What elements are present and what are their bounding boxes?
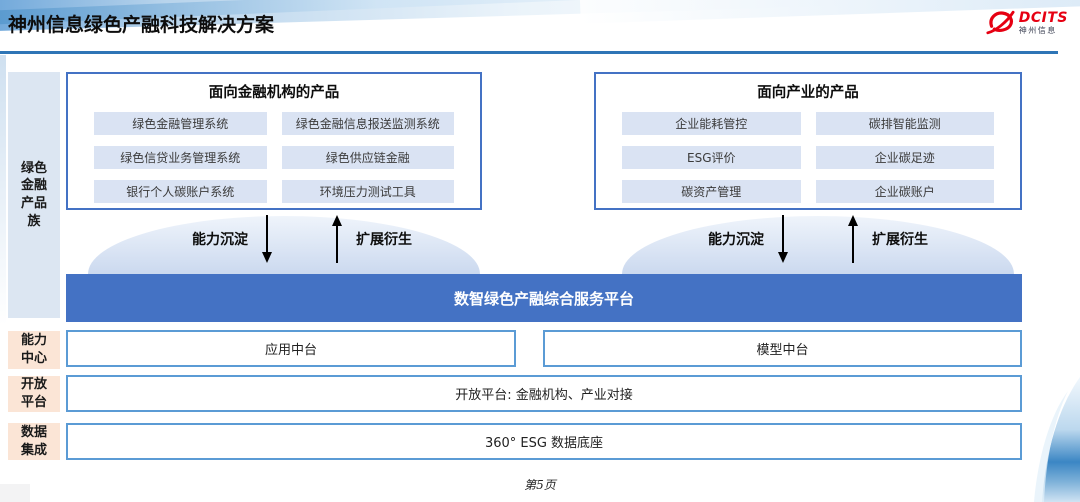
product-chip: 绿色金融信息报送监测系统 (281, 112, 454, 135)
product-chip: ESG评价 (622, 146, 801, 169)
dcits-swoosh-icon (985, 9, 1015, 36)
page-number: 第5页 (524, 478, 556, 492)
product-chip: 企业碳足迹 (815, 146, 994, 169)
down-arrow-icon (260, 214, 274, 264)
bottom-right-wing-decor (1034, 377, 1080, 502)
logo-sub-text: 神州信息 (1018, 25, 1057, 35)
product-chip: 企业能耗管控 (622, 112, 801, 135)
sidebar-label-product-family: 绿色 金融 产品 族 (8, 72, 60, 318)
company-logo: DCITS 神州信息 (985, 9, 1068, 36)
app-middle-platform-box: 应用中台 (66, 330, 516, 367)
industry-products-title: 面向产业的产品 (757, 85, 859, 101)
esg-data-base-box: 360° ESG 数据底座 (66, 423, 1022, 460)
industry-products-grid: 企业能耗管控 碳排智能监测 ESG评价 企业碳足迹 碳资产管理 企业碳账户 (622, 112, 994, 203)
sidebar-label-data-integration: 数据 集成 (8, 423, 60, 460)
product-chip: 碳排智能监测 (815, 112, 994, 135)
page-title: 神州信息绿色产融科技解决方案 (8, 14, 275, 36)
model-middle-platform-box: 模型中台 (543, 330, 1022, 367)
up-arrow-icon (330, 214, 344, 264)
capability-sink-label: 能力沉淀 (708, 232, 764, 248)
bottom-left-decor (0, 484, 30, 502)
extend-derive-label: 扩展衍生 (356, 232, 412, 248)
capability-sink-label: 能力沉淀 (192, 232, 248, 248)
financial-products-box: 面向金融机构的产品 绿色金融管理系统 绿色金融信息报送监测系统 绿色信贷业务管理… (66, 72, 482, 210)
arrow-group-left: 能力沉淀 扩展衍生 (192, 212, 412, 266)
extend-derive-label: 扩展衍生 (872, 232, 928, 248)
industry-products-box: 面向产业的产品 企业能耗管控 碳排智能监测 ESG评价 企业碳足迹 碳资产管理 … (594, 72, 1022, 210)
financial-products-grid: 绿色金融管理系统 绿色金融信息报送监测系统 绿色信贷业务管理系统 绿色供应链金融… (94, 112, 454, 203)
up-arrow-icon (846, 214, 860, 264)
financial-products-title: 面向金融机构的产品 (208, 85, 340, 101)
product-chip: 银行个人碳账户系统 (94, 180, 267, 203)
down-arrow-icon (776, 214, 790, 264)
product-chip: 绿色金融管理系统 (94, 112, 267, 135)
logo-brand-text: DCITS (1018, 9, 1068, 26)
platform-bar: 数智绿色产融综合服务平台 (66, 274, 1022, 322)
header-divider-line (0, 51, 1058, 54)
product-chip: 碳资产管理 (622, 180, 801, 203)
product-chip: 企业碳账户 (815, 180, 994, 203)
product-chip: 绿色供应链金融 (281, 146, 454, 169)
left-edge-decor (0, 55, 6, 325)
product-chip: 环境压力测试工具 (281, 180, 454, 203)
sidebar-label-open-platform: 开放 平台 (8, 376, 60, 412)
open-platform-box: 开放平台: 金融机构、产业对接 (66, 375, 1022, 412)
arrow-group-right: 能力沉淀 扩展衍生 (708, 212, 928, 266)
product-chip: 绿色信贷业务管理系统 (94, 146, 267, 169)
sidebar-label-capability-center: 能力 中心 (8, 331, 60, 369)
